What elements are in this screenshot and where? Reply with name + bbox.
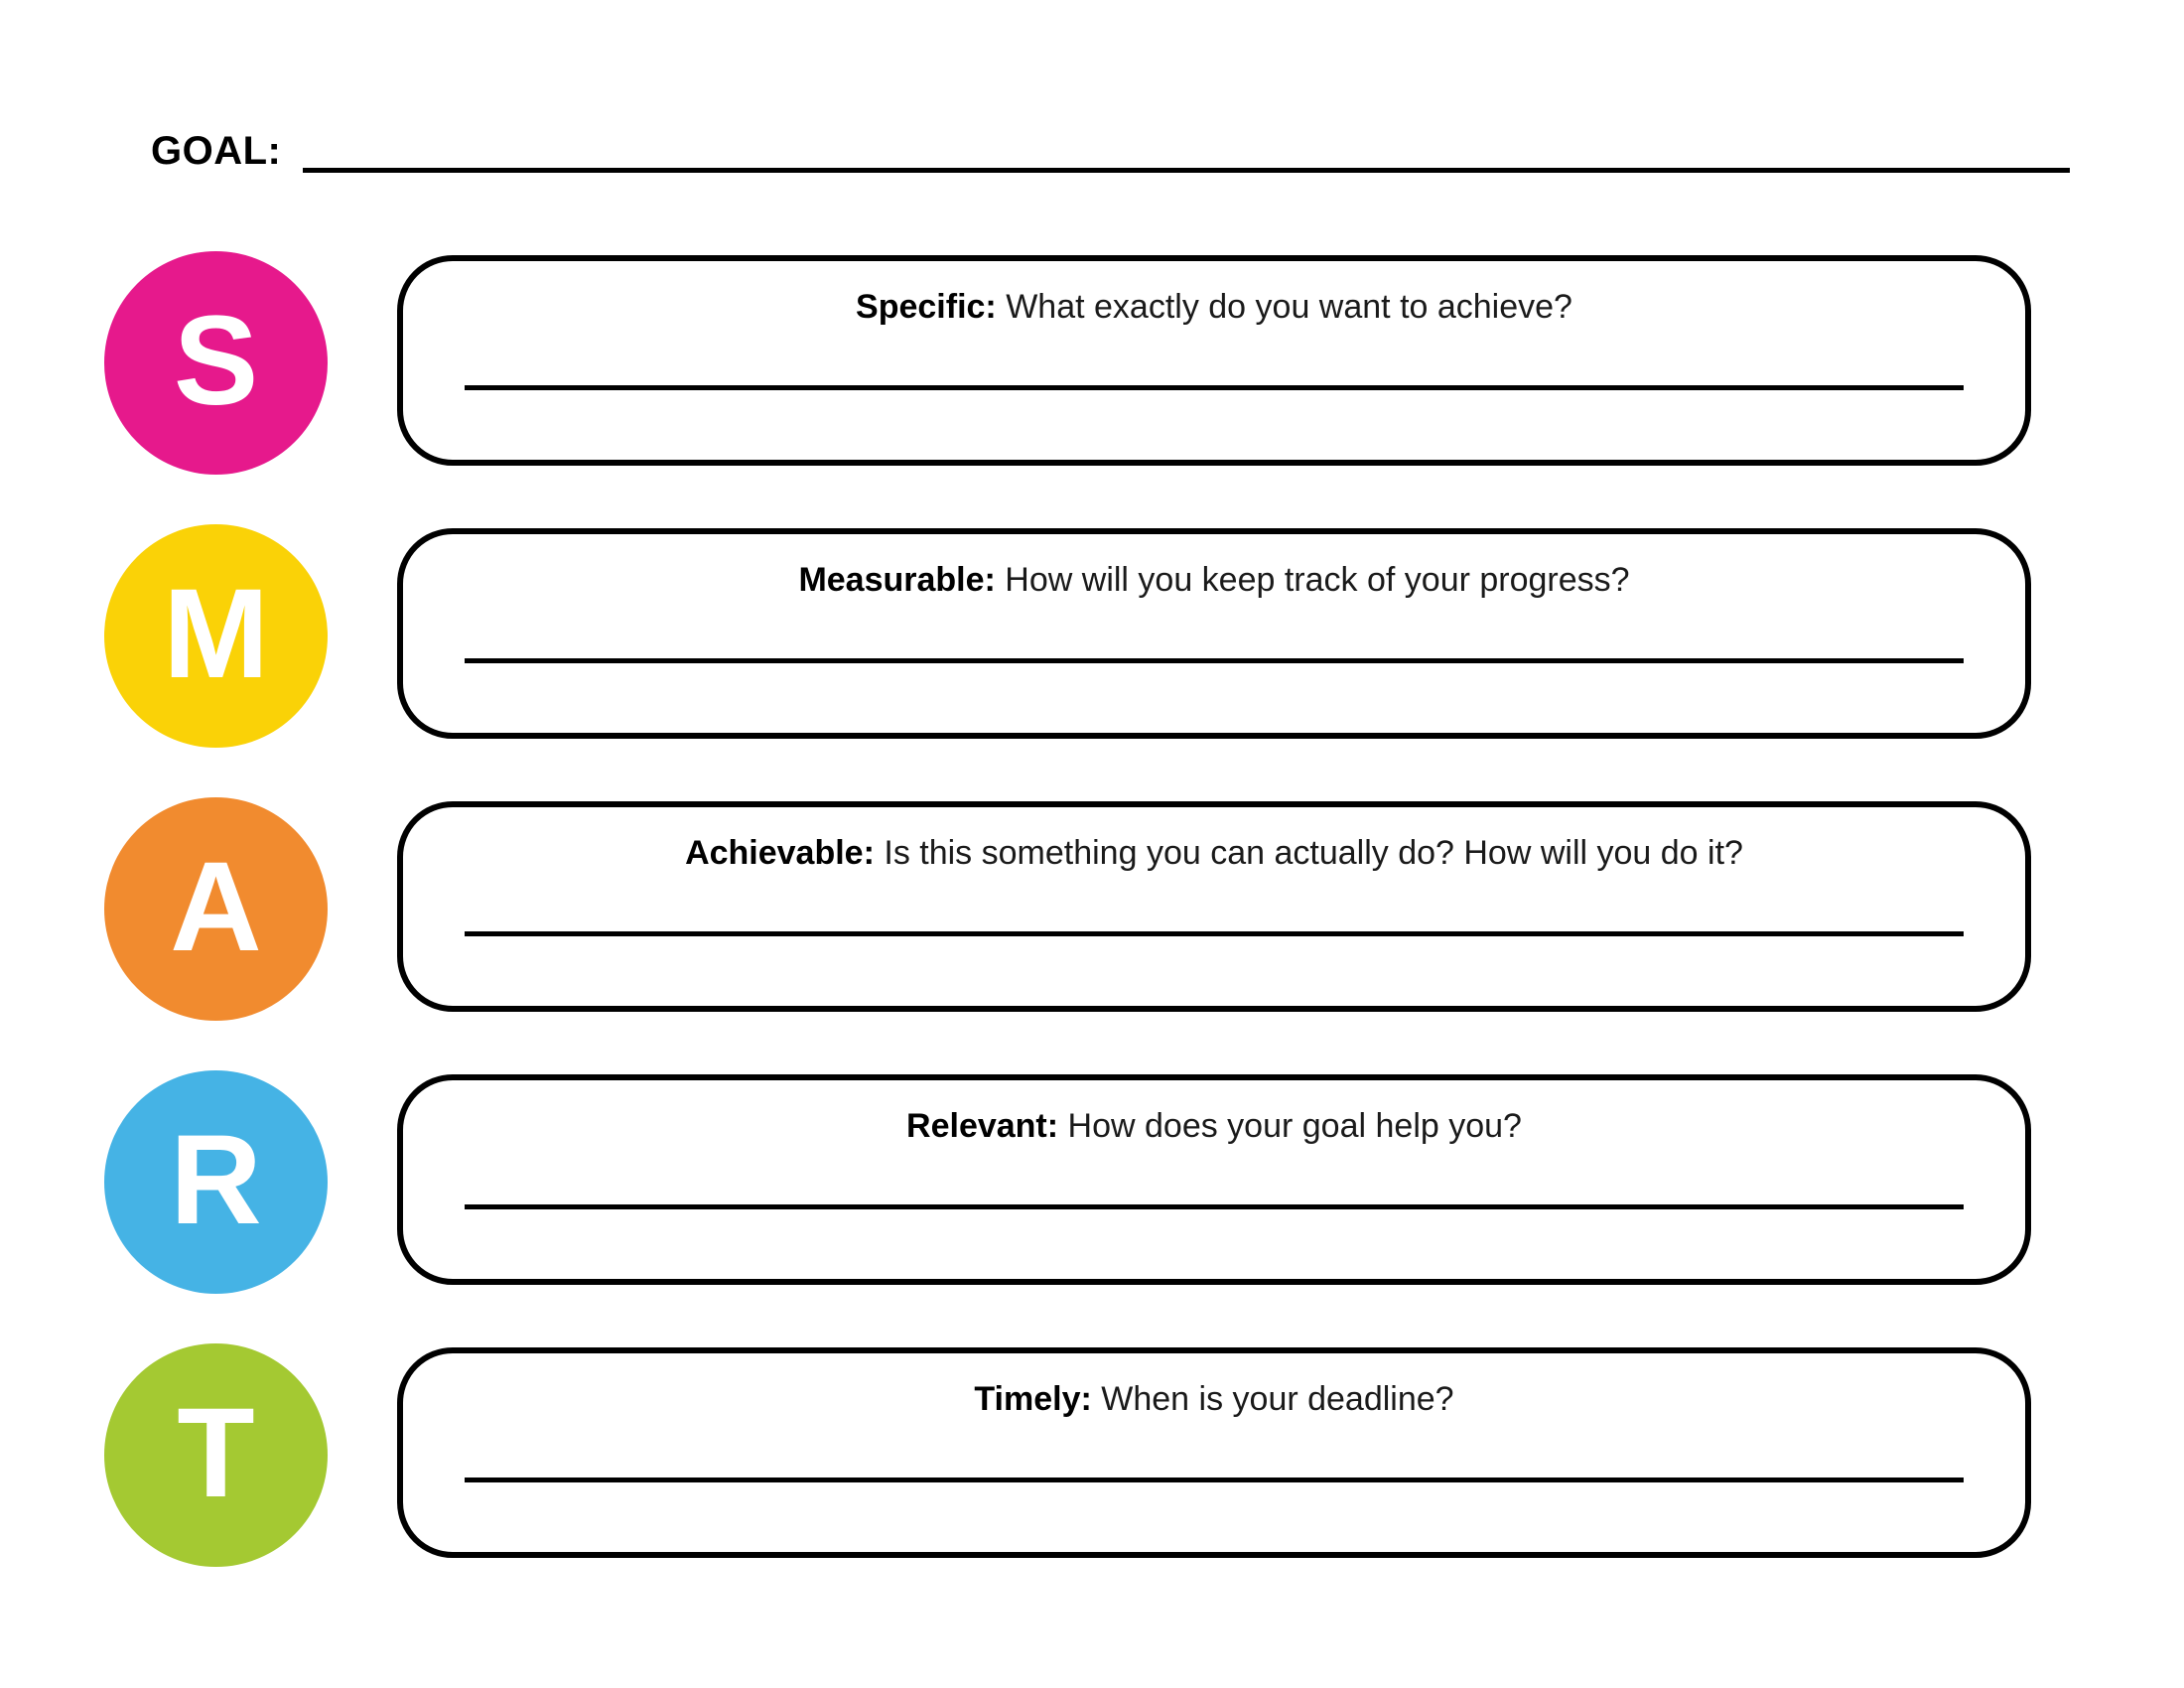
answer-line-achievable[interactable] bbox=[465, 931, 1964, 936]
prompt-question: When is your deadline? bbox=[1101, 1380, 1454, 1418]
answer-line-specific[interactable] bbox=[465, 385, 1964, 390]
prompt-term: Achievable: bbox=[685, 834, 875, 872]
prompt-term: Specific: bbox=[856, 288, 997, 326]
prompt-relevant: Relevant: How does your goal help you? bbox=[403, 1106, 2025, 1147]
letter-circle-m: M bbox=[104, 524, 328, 748]
smart-row-timely: T Timely: When is your deadline? bbox=[0, 1343, 2184, 1567]
goal-input-line[interactable] bbox=[303, 168, 2071, 173]
answer-line-timely[interactable] bbox=[465, 1477, 1964, 1482]
letter-circle-s: S bbox=[104, 251, 328, 475]
circle-letter-text: A bbox=[170, 835, 262, 978]
letter-circle-r: R bbox=[104, 1070, 328, 1294]
circle-letter-text: R bbox=[170, 1108, 262, 1251]
prompt-term: Relevant: bbox=[906, 1107, 1059, 1145]
prompt-question: How does your goal help you? bbox=[1067, 1107, 1522, 1145]
goal-row: GOAL: bbox=[0, 95, 2184, 175]
prompt-question: Is this something you can actually do? H… bbox=[884, 834, 1743, 872]
answer-box-timely[interactable]: Timely: When is your deadline? bbox=[397, 1347, 2031, 1558]
answer-box-specific[interactable]: Specific: What exactly do you want to ac… bbox=[397, 255, 2031, 466]
prompt-measurable: Measurable: How will you keep track of y… bbox=[403, 560, 2025, 601]
smart-row-relevant: R Relevant: How does your goal help you? bbox=[0, 1070, 2184, 1294]
prompt-timely: Timely: When is your deadline? bbox=[403, 1379, 2025, 1420]
answer-box-measurable[interactable]: Measurable: How will you keep track of y… bbox=[397, 528, 2031, 739]
answer-line-measurable[interactable] bbox=[465, 658, 1964, 663]
smart-rows: S Specific: What exactly do you want to … bbox=[0, 251, 2184, 1617]
prompt-achievable: Achievable: Is this something you can ac… bbox=[403, 833, 2025, 874]
circle-letter-text: S bbox=[173, 289, 259, 432]
circle-letter-text: M bbox=[163, 562, 269, 705]
goal-label: GOAL: bbox=[151, 129, 282, 173]
prompt-term: Timely: bbox=[974, 1380, 1092, 1418]
circle-letter-text: T bbox=[177, 1381, 255, 1524]
smart-row-specific: S Specific: What exactly do you want to … bbox=[0, 251, 2184, 475]
prompt-term: Measurable: bbox=[798, 561, 996, 599]
smart-row-measurable: M Measurable: How will you keep track of… bbox=[0, 524, 2184, 748]
prompt-question: What exactly do you want to achieve? bbox=[1006, 288, 1572, 326]
smart-row-achievable: A Achievable: Is this something you can … bbox=[0, 797, 2184, 1021]
answer-box-achievable[interactable]: Achievable: Is this something you can ac… bbox=[397, 801, 2031, 1012]
answer-box-relevant[interactable]: Relevant: How does your goal help you? bbox=[397, 1074, 2031, 1285]
letter-circle-t: T bbox=[104, 1343, 328, 1567]
letter-circle-a: A bbox=[104, 797, 328, 1021]
prompt-question: How will you keep track of your progress… bbox=[1005, 561, 1630, 599]
answer-line-relevant[interactable] bbox=[465, 1204, 1964, 1209]
prompt-specific: Specific: What exactly do you want to ac… bbox=[403, 287, 2025, 328]
